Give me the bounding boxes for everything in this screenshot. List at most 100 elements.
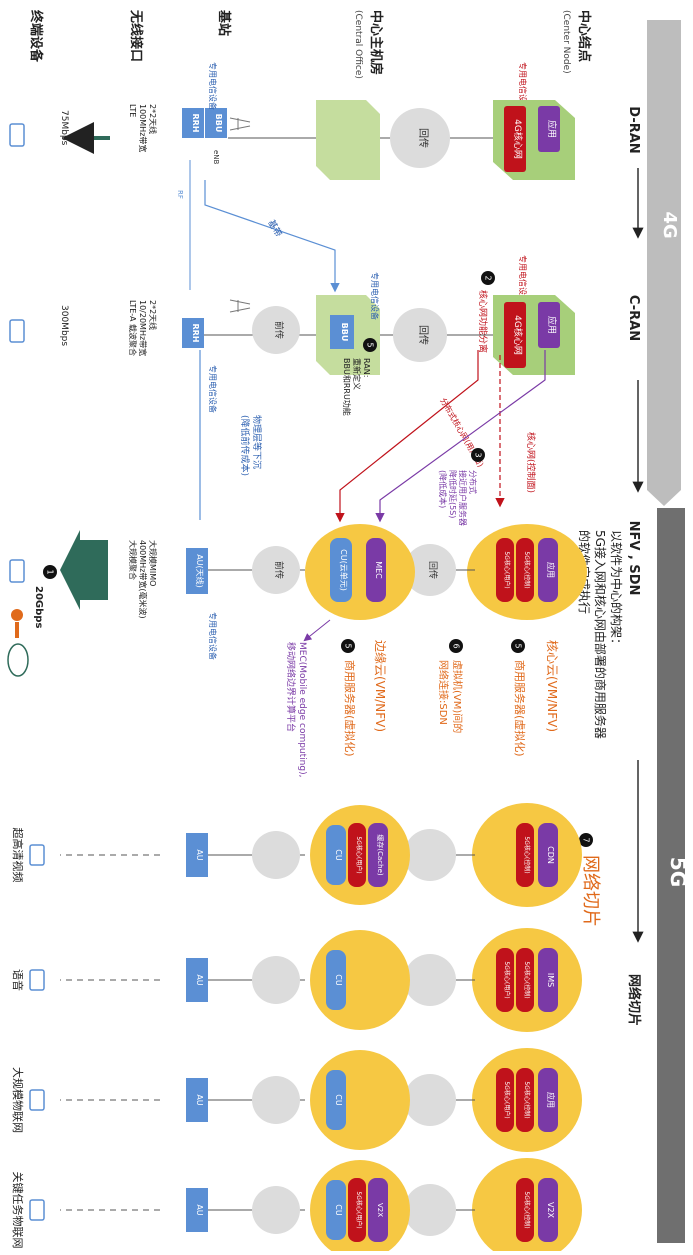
slice-cu-label: CU: [334, 1094, 343, 1106]
dran-app-label: 应用: [546, 120, 558, 138]
slice-edge-app-label: 缓存(Cache): [376, 834, 385, 875]
slice-service-label: 大规模物联网: [11, 1067, 25, 1133]
svg-text:10/20MHz带宽: 10/20MHz带宽: [138, 300, 148, 356]
nfv-desc-line1: 以软件为中心的构架：: [609, 530, 624, 650]
svg-text:回传: 回传: [427, 561, 439, 579]
slice-cu-label: CU: [334, 974, 343, 986]
dran-section: 专用电信设备 应用 4G核心网 回传 BBU RRH eNB RF 专用电信设备…: [9, 62, 575, 293]
svg-text:BBU和RRU功能: BBU和RRU功能: [342, 358, 352, 416]
slice-edge-blob: [310, 930, 410, 1030]
svg-text:分布式: 分布式: [468, 470, 478, 494]
nfv-section: 应用 5G核心(控制) 5G核心(用户) 核心云(VM/NFV) 5 商用服务器…: [7, 524, 587, 777]
slice-device-icon: [29, 1089, 45, 1111]
slice-user-label: 5G核心(用户): [503, 961, 511, 998]
svg-text:6: 6: [452, 643, 461, 648]
svg-text:BBU: BBU: [340, 323, 349, 342]
slice-user-block: [496, 948, 514, 1012]
svg-text:LTE: LTE: [128, 104, 137, 117]
col-center-node: 中心结点: [576, 10, 592, 62]
slice-au-label: AU: [195, 974, 204, 985]
slice-service-label: 超高清视频: [11, 828, 25, 883]
slice-device-icon: [29, 1199, 45, 1221]
arrow-core-user: [335, 350, 479, 523]
slice-app-block: [538, 1178, 558, 1242]
slice-au: [186, 1188, 208, 1232]
svg-text:5G核心(控制): 5G核心(控制): [523, 551, 531, 588]
dran-rrh: [182, 108, 204, 138]
col-center-node-en: (Center Node): [561, 10, 571, 74]
slice-ctrl-label: 5G核心(控制): [523, 961, 531, 998]
nfv-desc-line2: 5G接入网和核心网由部署的商用服务器: [593, 530, 608, 739]
slice-backhaul-cloud: [404, 1074, 456, 1126]
slice-ctrl-label: 5G核心(控制): [523, 1081, 531, 1118]
svg-text:MEC(Mobile edge computing),: MEC(Mobile edge computing),: [297, 642, 307, 777]
svg-text:CU(云单元): CU(云单元): [339, 549, 349, 591]
slice-edge-app: [368, 1178, 388, 1242]
dran-speed: 75Mbps: [59, 110, 69, 146]
dran-baseband-arrow: [204, 180, 340, 293]
edge-cloud-blob: [305, 524, 415, 620]
dran-baseband-label: 基带: [265, 218, 284, 240]
slice-device-icon: [29, 844, 45, 866]
svg-text:专用电信设备: 专用电信设备: [370, 272, 380, 320]
slicing-section: 7 网络切片: [579, 833, 601, 927]
phone-icon: [9, 123, 25, 147]
svg-text:BBU: BBU: [214, 114, 223, 133]
svg-text:3: 3: [474, 452, 483, 457]
dran-4gcore-label: 4G核心网: [512, 119, 524, 159]
dran-backhaul-label: 回传: [417, 128, 429, 148]
svg-text:移动网络边界计算平台: 移动网络边界计算平台: [285, 642, 297, 732]
cran-section: 专用电信设备 应用 4G核心网 2 核心网功能分离 回传 BBU 专用电信设备 …: [9, 255, 575, 526]
slice-device-icon: [29, 969, 45, 991]
arrow-distributed: [375, 350, 546, 523]
dran-enb: eNB: [212, 150, 220, 165]
svg-text:虚拟机(VM)间的: 虚拟机(VM)间的: [451, 660, 464, 733]
svg-text:2*2天线: 2*2天线: [148, 104, 158, 134]
svg-text:(降低成本): (降低成本): [438, 470, 448, 508]
slice-ctrl-block: [516, 823, 534, 887]
svg-text:5: 5: [344, 643, 353, 648]
svg-text:专用电信设备: 专用电信设备: [208, 365, 218, 413]
slice-au: [186, 833, 208, 877]
car-icon: [7, 643, 29, 677]
cran-bbu: [330, 315, 354, 349]
dran-central-office-box: [316, 100, 380, 180]
slice-au-label: AU: [195, 849, 204, 860]
svg-text:网络连接:SDN: 网络连接:SDN: [437, 660, 450, 725]
svg-text:应用: 应用: [546, 562, 556, 578]
dran-tower-icon: [229, 117, 251, 131]
dran-dedicated-top: 专用电信设备: [518, 62, 528, 110]
dran-4gcore-block: [504, 106, 526, 172]
cran-core-split: 核心网功能分离: [477, 290, 489, 353]
svg-text:商用服务器(虚拟化): 商用服务器(虚拟化): [343, 660, 357, 757]
svg-text:300Mbps: 300Mbps: [59, 305, 69, 346]
architecture-row: D-RAN C-RAN NFV , SDN 网络切片: [626, 106, 644, 1026]
slice-app-label: 应用: [546, 1092, 556, 1108]
slice-cu: [326, 825, 346, 885]
thermometer-icon: [11, 609, 23, 621]
svg-text:核心网(控制面): 核心网(控制面): [525, 432, 537, 493]
svg-text:前传: 前传: [273, 321, 285, 339]
svg-text:LTE-A 载波聚合: LTE-A 载波聚合: [128, 300, 138, 356]
slice-edge-user: [348, 1178, 366, 1242]
svg-text:5: 5: [514, 643, 523, 648]
svg-text:RAN:: RAN:: [362, 358, 371, 377]
slice-fronthaul-cloud: [252, 1076, 300, 1124]
svg-text:物理层等下沉: 物理层等下沉: [251, 415, 263, 469]
dran-backhaul-cloud: [390, 108, 450, 168]
svg-text:前传: 前传: [273, 561, 285, 579]
slice-service-label: 关键任务物联网: [11, 1172, 25, 1249]
svg-text:1: 1: [46, 569, 55, 574]
bandwidth-arrow: [60, 530, 108, 610]
slice-service-label: 语音: [11, 969, 25, 991]
label-5g: 5G: [666, 857, 690, 887]
slice-cu: [326, 1070, 346, 1130]
slice-ctrl-label: 5G核心(控制): [523, 1191, 531, 1228]
slice-edge-app: [368, 823, 388, 887]
slice-au-label: AU: [195, 1204, 204, 1215]
svg-text:专用电信设备: 专用电信设备: [518, 255, 528, 303]
svg-text:重新定义: 重新定义: [352, 358, 362, 390]
